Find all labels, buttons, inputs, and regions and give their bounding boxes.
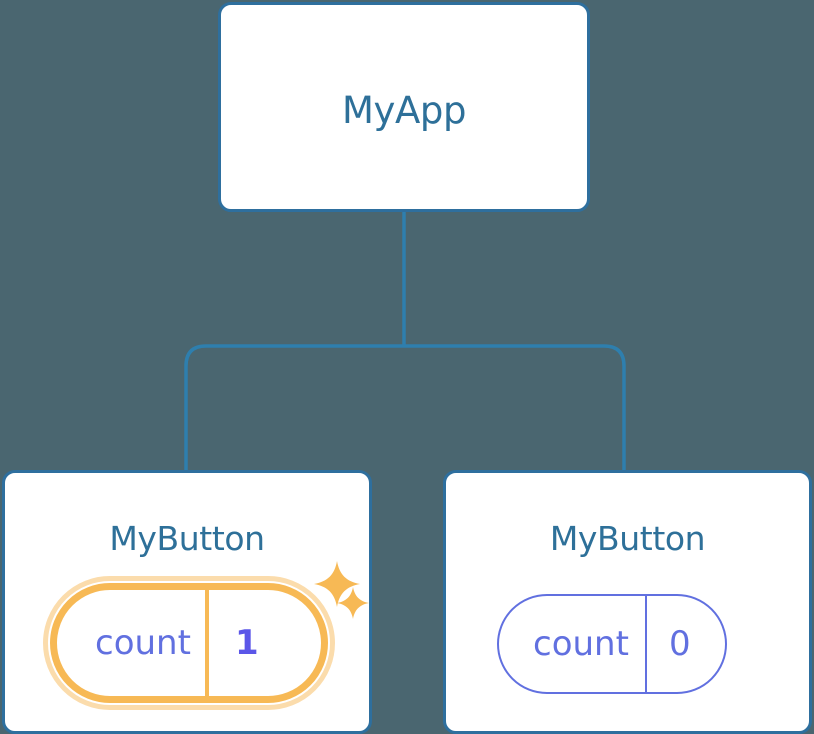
state-pill-left-glow — [43, 576, 335, 710]
connector-to-left-child — [184, 344, 404, 470]
state-pill-left-value: 1 — [234, 623, 259, 663]
state-pill-left-divider — [204, 590, 209, 696]
node-mybutton-left[interactable]: MyButton count 1 — [2, 470, 372, 734]
state-pill-right-divider — [644, 596, 647, 692]
node-myapp[interactable]: MyApp — [218, 2, 590, 212]
state-pill-right-key: count — [533, 624, 629, 664]
state-pill-right[interactable]: count 0 — [497, 594, 727, 694]
connector-to-right-child — [404, 344, 626, 470]
node-mybutton-right[interactable]: MyButton count 0 — [443, 470, 812, 734]
node-myapp-title: MyApp — [341, 89, 467, 132]
node-mybutton-left-title: MyButton — [109, 519, 265, 558]
state-pill-left-key: count — [95, 623, 191, 663]
state-pill-right-value: 0 — [668, 624, 691, 664]
state-pill-left-wrapper: count 1 — [43, 576, 335, 710]
node-mybutton-right-title: MyButton — [549, 519, 706, 558]
state-pill-left[interactable]: count 1 — [50, 583, 328, 703]
